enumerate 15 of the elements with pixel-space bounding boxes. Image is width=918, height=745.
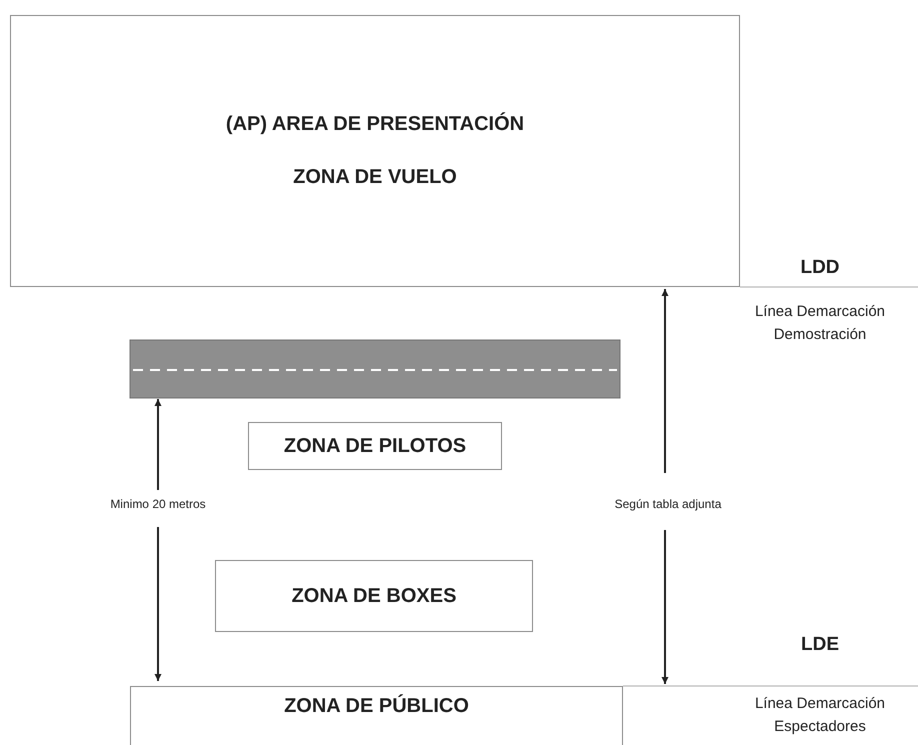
zone-title: ZONA DE PILOTOS — [284, 434, 466, 458]
zone-box — [130, 686, 623, 745]
line-code: LDD — [799, 257, 841, 279]
dimension-label: Según tabla adjunta — [614, 497, 722, 511]
dimension-label: Minimo 20 metros — [109, 497, 207, 511]
zone-box — [248, 422, 502, 470]
line-description: Línea Demarcación Demostración — [754, 302, 886, 345]
line-code: LDE — [800, 634, 840, 656]
zone-title: ZONA DE PÚBLICO — [284, 695, 469, 718]
zone-box — [10, 15, 740, 287]
zone-title: ZONA DE BOXES — [292, 584, 456, 608]
zone-box — [215, 560, 533, 632]
line-description: Línea Demarcación Espectadores — [754, 694, 886, 737]
zone-title: (AP) AREA DE PRESENTACIÓN — [226, 113, 524, 136]
zone-title: ZONA DE VUELO — [293, 166, 457, 189]
